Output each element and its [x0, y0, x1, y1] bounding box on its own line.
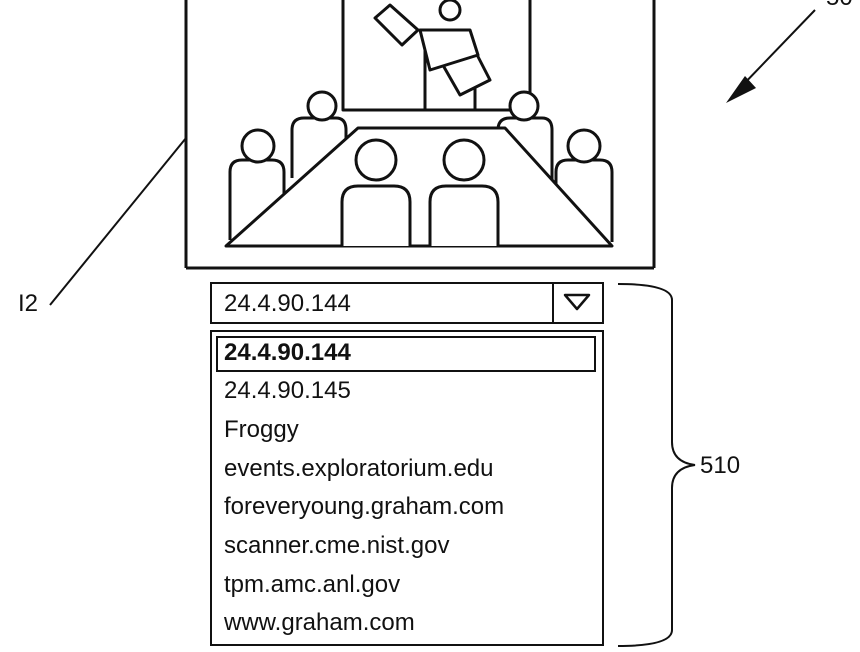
dropdown-option[interactable]: foreveryoung.graham.com — [224, 493, 505, 520]
presenter-figure — [373, 0, 492, 112]
conference-table — [224, 126, 614, 248]
person-right-outer — [554, 128, 614, 242]
dropdown-options-list: 24.4.90.144 24.4.90.145 Froggy events.ex… — [210, 330, 604, 646]
dropdown-selected-value: 24.4.90.144 — [224, 290, 351, 317]
video-window — [184, 0, 656, 270]
leader-line-window — [49, 137, 187, 306]
triangle-down-icon — [563, 293, 591, 311]
meeting-room-icon — [224, 0, 614, 248]
dropdown-option[interactable]: events.exploratorium.edu — [224, 455, 494, 482]
address-dropdown[interactable]: 24.4.90.144 — [210, 282, 604, 324]
person-front-left — [340, 138, 412, 246]
dropdown-toggle-button[interactable] — [552, 284, 602, 322]
figure-arrow — [726, 9, 816, 103]
dropdown-option[interactable]: 24.4.90.145 — [224, 377, 351, 404]
person-front-right — [428, 138, 500, 246]
dropdown-option[interactable]: scanner.cme.nist.gov — [224, 532, 450, 559]
ref-label-list: 510 — [700, 452, 741, 479]
ref-label-window: I2 — [18, 290, 39, 317]
dropdown-option[interactable]: Froggy — [224, 416, 299, 443]
highlighted-option-box — [216, 336, 596, 372]
person-left-outer — [228, 128, 286, 240]
dropdown-option[interactable]: 24.4.90.144 — [224, 339, 351, 366]
dropdown-option[interactable]: www.graham.com — [224, 609, 415, 636]
list-brace — [617, 283, 696, 647]
dropdown-option[interactable]: tpm.amc.anl.gov — [224, 571, 401, 598]
ref-label-figure: 50 — [826, 0, 853, 12]
